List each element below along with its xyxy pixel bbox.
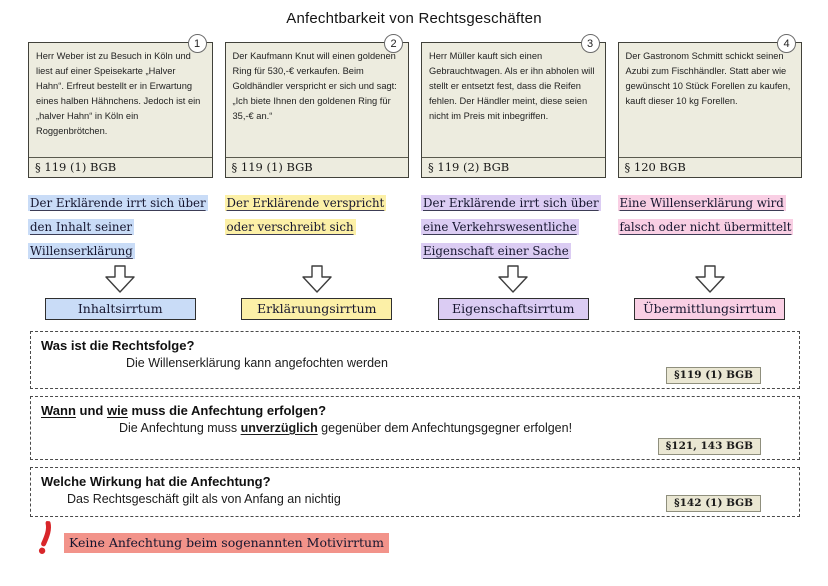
rule-text-highlight: Der Erklärende irrt sich über den Inhalt… (28, 195, 208, 259)
exclamation-icon (35, 520, 57, 555)
law-reference: § 119 (2) BGB (422, 157, 605, 177)
law-reference: § 119 (1) BGB (29, 157, 212, 177)
section-title: Welche Wirkung hat die Anfechtung? (41, 474, 271, 489)
case-text: Der Gastronom Schmitt schickt seinen Azu… (625, 51, 791, 107)
law-badge: §119 (1) BGB (666, 367, 761, 384)
case-column-3: 3 Herr Müller kauft sich einen Gebraucht… (421, 34, 606, 320)
down-arrow-icon (225, 265, 410, 295)
question-section-wirkung: Welche Wirkung hat die Anfechtung? Das R… (30, 467, 800, 517)
down-arrow-icon (618, 265, 803, 295)
question-section-rechtsfolge: Was ist die Rechtsfolge? Die Willenserkl… (30, 331, 800, 389)
case-column-4: 4 Der Gastronom Schmitt schickt seinen A… (617, 34, 803, 320)
section-answer: Die Willenserklärung kann angefochten we… (126, 356, 388, 370)
rule-text: Der Erklärende irrt sich über eine Verke… (421, 191, 606, 265)
case-columns: 1 Herr Weber ist zu Besuch in Köln und l… (28, 34, 803, 320)
case-column-2: 2 Der Kaufmann Knut will einen goldenen … (224, 34, 410, 320)
question-sections: Was ist die Rechtsfolge? Die Willenserkl… (30, 331, 800, 517)
rule-text-highlight: Der Erklärende irrt sich über eine Verke… (421, 195, 601, 259)
case-card: 1 Herr Weber ist zu Besuch in Köln und l… (28, 34, 213, 178)
law-badge: §121, 143 BGB (657, 438, 761, 455)
rule-text: Eine Willenserklärung wird falsch oder n… (617, 191, 803, 265)
rule-text-highlight: Eine Willenserklärung wird falsch oder n… (617, 195, 794, 235)
error-type-label: Erkläruungsirrtum (241, 298, 393, 320)
down-arrow-icon (421, 265, 606, 295)
section-answer: Das Rechtsgeschäft gilt als von Anfang a… (67, 492, 341, 506)
rule-text: Der Erklärende verspricht oder verschrei… (224, 191, 410, 265)
warning-note: Keine Anfechtung beim sogenannten Motivi… (35, 520, 389, 555)
error-type-label: Eigenschaftsirrtum (437, 298, 589, 320)
case-text: Herr Müller kauft sich einen Gebrauchtwa… (429, 51, 595, 122)
case-number-badge: 4 (777, 34, 796, 53)
rule-text: Der Erklärende irrt sich über den Inhalt… (28, 191, 213, 265)
case-column-1: 1 Herr Weber ist zu Besuch in Köln und l… (28, 34, 213, 320)
error-type-label: Inhaltsirrtum (44, 298, 196, 320)
rule-text-highlight: Der Erklärende verspricht oder verschrei… (224, 195, 387, 235)
section-answer: Die Anfechtung muss unverzüglich gegenüb… (119, 421, 573, 435)
case-card: 4 Der Gastronom Schmitt schickt seinen A… (617, 34, 802, 178)
error-type-label: Übermittlungsirrtum (634, 298, 786, 320)
case-number-badge: 3 (580, 34, 600, 53)
question-section-anfechtung-wann-wie: Wann und wie muss die Anfechtung erfolge… (30, 396, 800, 460)
case-number-badge: 1 (187, 34, 207, 53)
note-text: Keine Anfechtung beim sogenannten Motivi… (64, 533, 389, 553)
law-reference: § 120 BGB (618, 157, 801, 177)
down-arrow-icon (28, 265, 213, 295)
case-card: 2 Der Kaufmann Knut will einen goldenen … (224, 34, 409, 178)
law-reference: § 119 (1) BGB (225, 157, 408, 177)
case-card: 3 Herr Müller kauft sich einen Gebraucht… (421, 34, 606, 178)
case-number-badge: 2 (384, 34, 403, 53)
law-badge: §142 (1) BGB (666, 495, 761, 512)
section-title: Was ist die Rechtsfolge? (41, 338, 195, 353)
page-title: Anfechtbarkeit von Rechtsgeschäften (286, 10, 542, 27)
section-title: Wann und wie muss die Anfechtung erfolge… (41, 403, 327, 418)
case-text: Der Kaufmann Knut will einen goldenen Ri… (232, 51, 397, 122)
case-text: Herr Weber ist zu Besuch in Köln und lie… (36, 51, 201, 137)
